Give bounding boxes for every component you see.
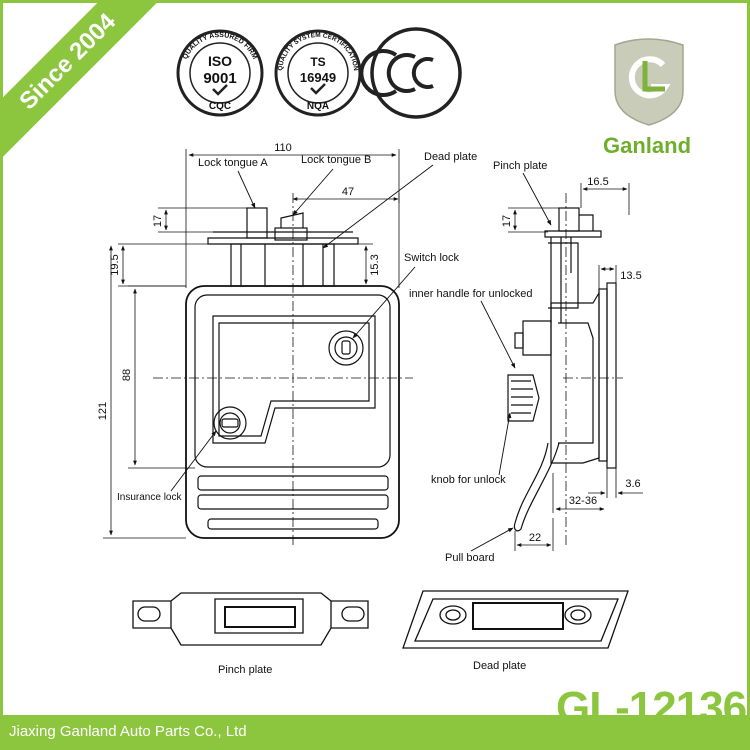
label-lock-tongue-a: Lock tongue A [198,157,268,169]
iso-line2: 9001 [203,70,236,87]
dim-110: 110 [274,142,292,154]
label-inner-handle: inner handle for unlocked [409,288,533,300]
brand-name: Ganland [603,133,692,158]
label-pinch-plate: Pinch plate [493,160,547,172]
label-dead-plate: Dead plate [424,151,477,163]
dim-47: 47 [342,186,354,198]
iso-9001-seal: QUALITY ASSURED FIRM ISO 9001 CQC [176,29,264,117]
dim-121: 121 [97,402,109,420]
caption-pinch-plate: Pinch plate [218,664,272,676]
technical-drawing: QUALITY ASSURED FIRM ISO 9001 CQC QUALIT… [97,27,684,676]
dim-16-5: 16.5 [587,176,608,188]
company-name: Jiaxing Ganland Auto Parts Co., Ltd [9,723,247,740]
label-switch-lock: Switch lock [404,252,460,264]
dim-22: 22 [529,532,541,544]
dim-3-6: 3.6 [625,478,640,490]
label-pull-board: Pull board [445,552,495,564]
dim-88: 88 [121,369,133,381]
label-knob-for-unlock: knob for unlock [431,474,506,486]
ts-line1: TS [310,55,325,69]
iso-line1: ISO [208,53,232,69]
front-view [153,193,413,548]
side-view [507,193,623,548]
side-dimensions [508,183,643,551]
footer-bar [3,715,747,747]
caption-dead-plate: Dead plate [473,660,526,672]
ccc-seal [359,27,462,119]
dim-17-side: 17 [501,215,513,227]
dim-32-36: 32-36 [569,495,597,507]
front-dimensions [103,149,400,539]
label-insurance-lock: Insurance lock [117,492,182,503]
front-leaders [170,164,434,492]
ganland-logo-icon [614,38,684,126]
dim-15-3: 15.3 [369,254,381,275]
ts-bottom: NQA [307,101,329,112]
ts-16949-seal: QUALITY SYSTEM CERTIFICATION TS 16949 NQ… [274,29,362,117]
dim-17-front: 17 [152,215,164,227]
ts-line2: 16949 [300,70,336,85]
dim-19-5: 19.5 [109,254,121,275]
side-leaders [470,172,552,552]
pinch-plate-drawing [132,592,369,646]
label-lock-tongue-b: Lock tongue B [301,154,371,166]
dead-plate-drawing [402,590,629,649]
iso-bottom: CQC [209,101,231,112]
dim-13-5: 13.5 [620,270,641,282]
